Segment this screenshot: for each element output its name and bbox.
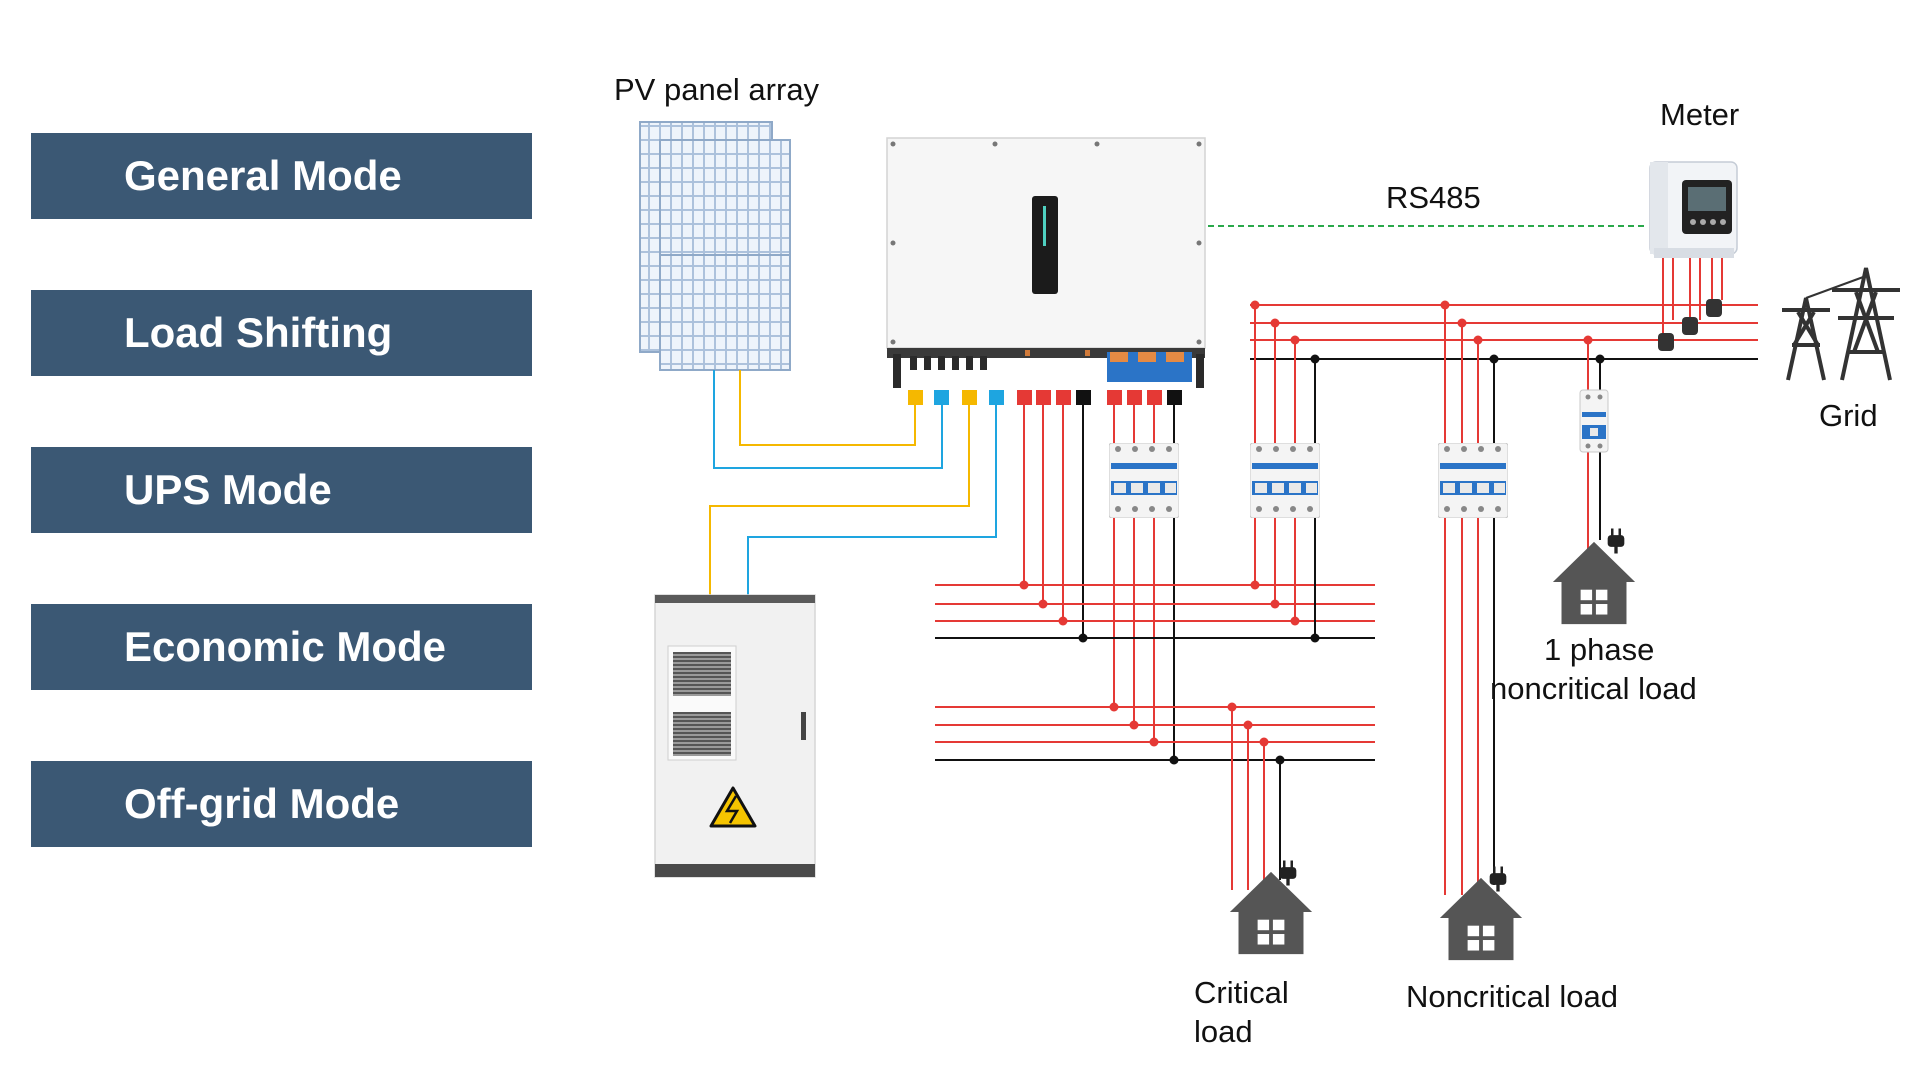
single-phase-wiring (1587, 340, 1601, 550)
mode-button-economic[interactable]: Economic Mode (31, 604, 532, 690)
solar-panel-icon (639, 121, 791, 371)
mode-button-off-grid[interactable]: Off-grid Mode (31, 761, 532, 847)
rs485-label: RS485 (1386, 180, 1481, 215)
mode-button-load-shifting[interactable]: Load Shifting (31, 290, 532, 376)
grid-label: Grid (1819, 398, 1878, 433)
battery-cabinet-icon (654, 594, 816, 878)
inverter-output-wiring (1023, 405, 1175, 760)
house-icon (1552, 541, 1636, 625)
circuit-breaker-icon (1250, 443, 1320, 518)
circuit-breaker-icon (1579, 389, 1609, 453)
circuit-breaker-icon (1109, 443, 1179, 518)
energy-meter-icon (1649, 161, 1738, 258)
junction-dots (1019, 300, 1605, 765)
inverter-terminals (908, 390, 1182, 405)
meter-label: Meter (1660, 97, 1740, 132)
dc-wiring (709, 370, 997, 598)
critical-load-label-line2: load (1194, 1014, 1253, 1049)
plug-icon (1279, 860, 1297, 886)
single-phase-label-line2: noncritical load (1490, 671, 1697, 706)
pv-array-label: PV panel array (614, 72, 820, 107)
grid-bus (1250, 304, 1758, 360)
house-icon (1229, 871, 1313, 955)
critical-load-wiring (1231, 707, 1281, 890)
noncritical-load-label: Noncritical load (1406, 979, 1618, 1014)
plug-icon (1607, 528, 1625, 554)
mode-button-general[interactable]: General Mode (31, 133, 532, 219)
meter-ct-wires (1662, 258, 1723, 336)
critical-load-label-line1: Critical (1194, 975, 1289, 1010)
noncritical-breaker-wiring (1444, 305, 1495, 895)
single-phase-label-line1: 1 phase (1544, 632, 1655, 667)
circuit-breaker-icon (1438, 443, 1508, 518)
house-icon (1439, 877, 1523, 961)
plug-icon (1489, 866, 1507, 892)
mode-button-ups[interactable]: UPS Mode (31, 447, 532, 533)
bus-upper (935, 584, 1375, 639)
transmission-tower-icon (1782, 267, 1900, 381)
current-transformer-icon (1658, 299, 1722, 351)
grid-breaker-wiring (1254, 305, 1316, 638)
hybrid-inverter-icon (886, 137, 1206, 388)
